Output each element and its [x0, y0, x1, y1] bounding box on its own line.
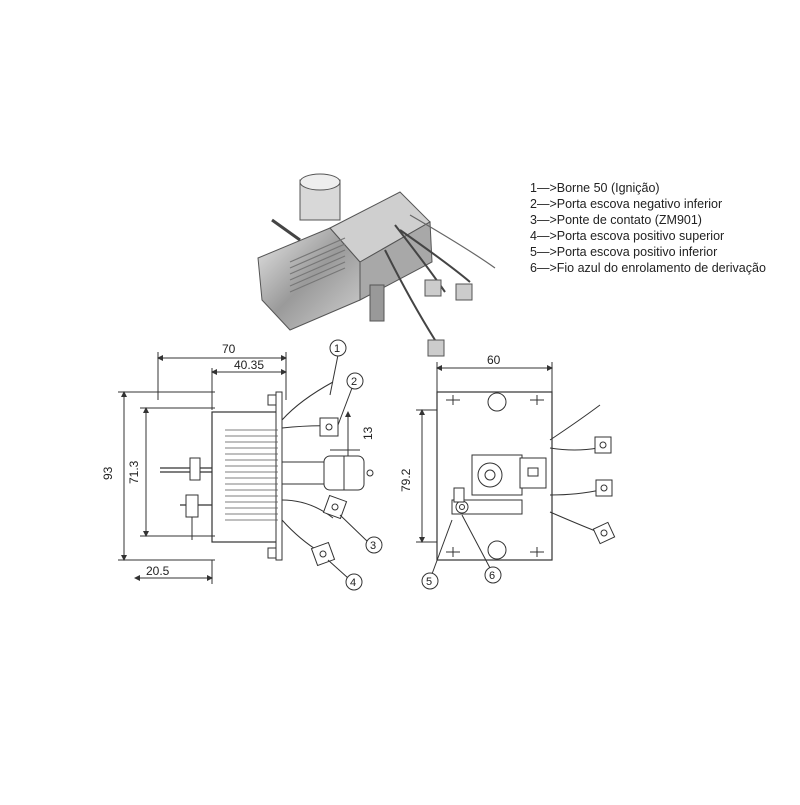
rear-view-drawing [416, 362, 616, 590]
legend-item-6: 6—>Fio azul do enrolamento de derivação [530, 261, 766, 275]
dim-height-inner: 71.3 [127, 460, 141, 484]
dim-base: 20.5 [146, 564, 170, 578]
dim-offset: 13 [361, 426, 375, 440]
callout-3: 3 [370, 540, 376, 552]
dim-height-total: 93 [101, 466, 115, 480]
legend-item-5: 5—>Porta escova positivo inferior [530, 245, 718, 259]
legend-item-3: 3—>Ponte de contato (ZM901) [530, 213, 702, 227]
legend: 1—>Borne 50 (Ignição) 2—>Porta escova ne… [530, 180, 766, 276]
callout-5: 5 [426, 576, 432, 588]
callout-4: 4 [350, 577, 356, 589]
side-view-drawing [118, 339, 383, 591]
legend-item-2: 2—>Porta escova negativo inferior [530, 197, 723, 211]
dim-width-total: 70 [222, 342, 236, 356]
dim-rear-height: 79.2 [399, 468, 413, 492]
legend-item-4: 4—>Porta escova positivo superior [530, 229, 725, 243]
legend-item-1: 1—>Borne 50 (Ignição) [530, 181, 660, 195]
dim-width-partial: 40.35 [234, 358, 264, 372]
callout-6: 6 [489, 570, 495, 582]
dim-rear-width: 60 [487, 353, 501, 367]
solenoid-photo [257, 173, 496, 357]
callout-1: 1 [334, 343, 340, 355]
callout-2: 2 [351, 376, 357, 388]
